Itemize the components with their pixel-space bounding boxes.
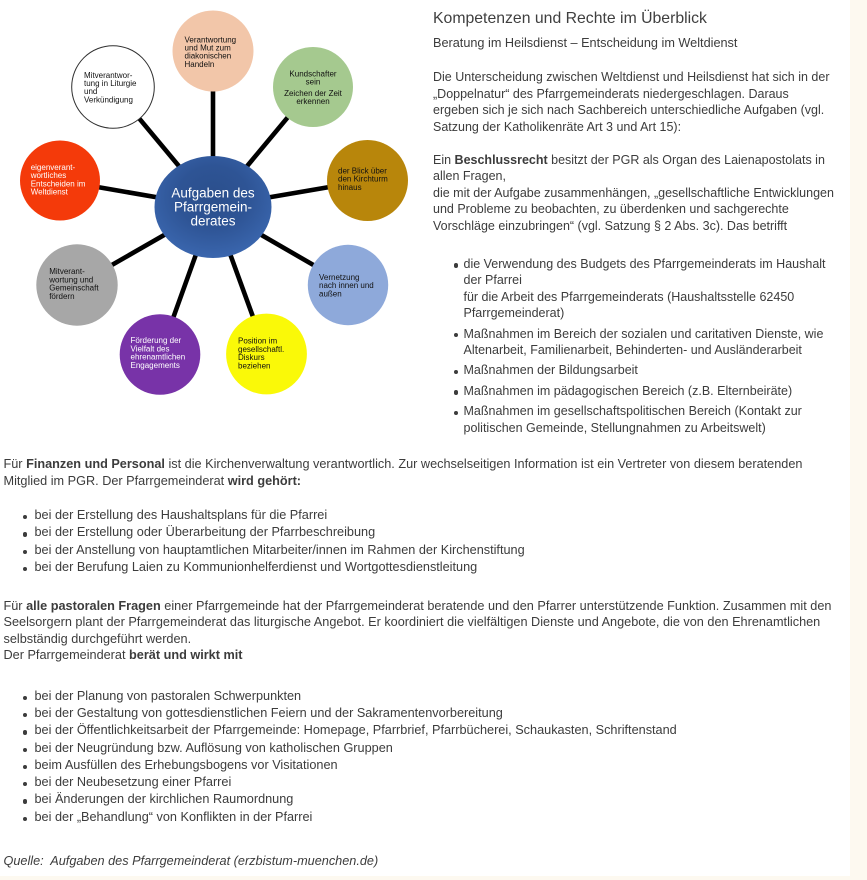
svg-text:Förderung derVielfalt desehren: Förderung derVielfalt desehrenamtlichenE… xyxy=(131,336,186,370)
svg-text:Mitverantwor-tung in Liturgieu: Mitverantwor-tung in LiturgieundVerkündi… xyxy=(84,71,137,105)
